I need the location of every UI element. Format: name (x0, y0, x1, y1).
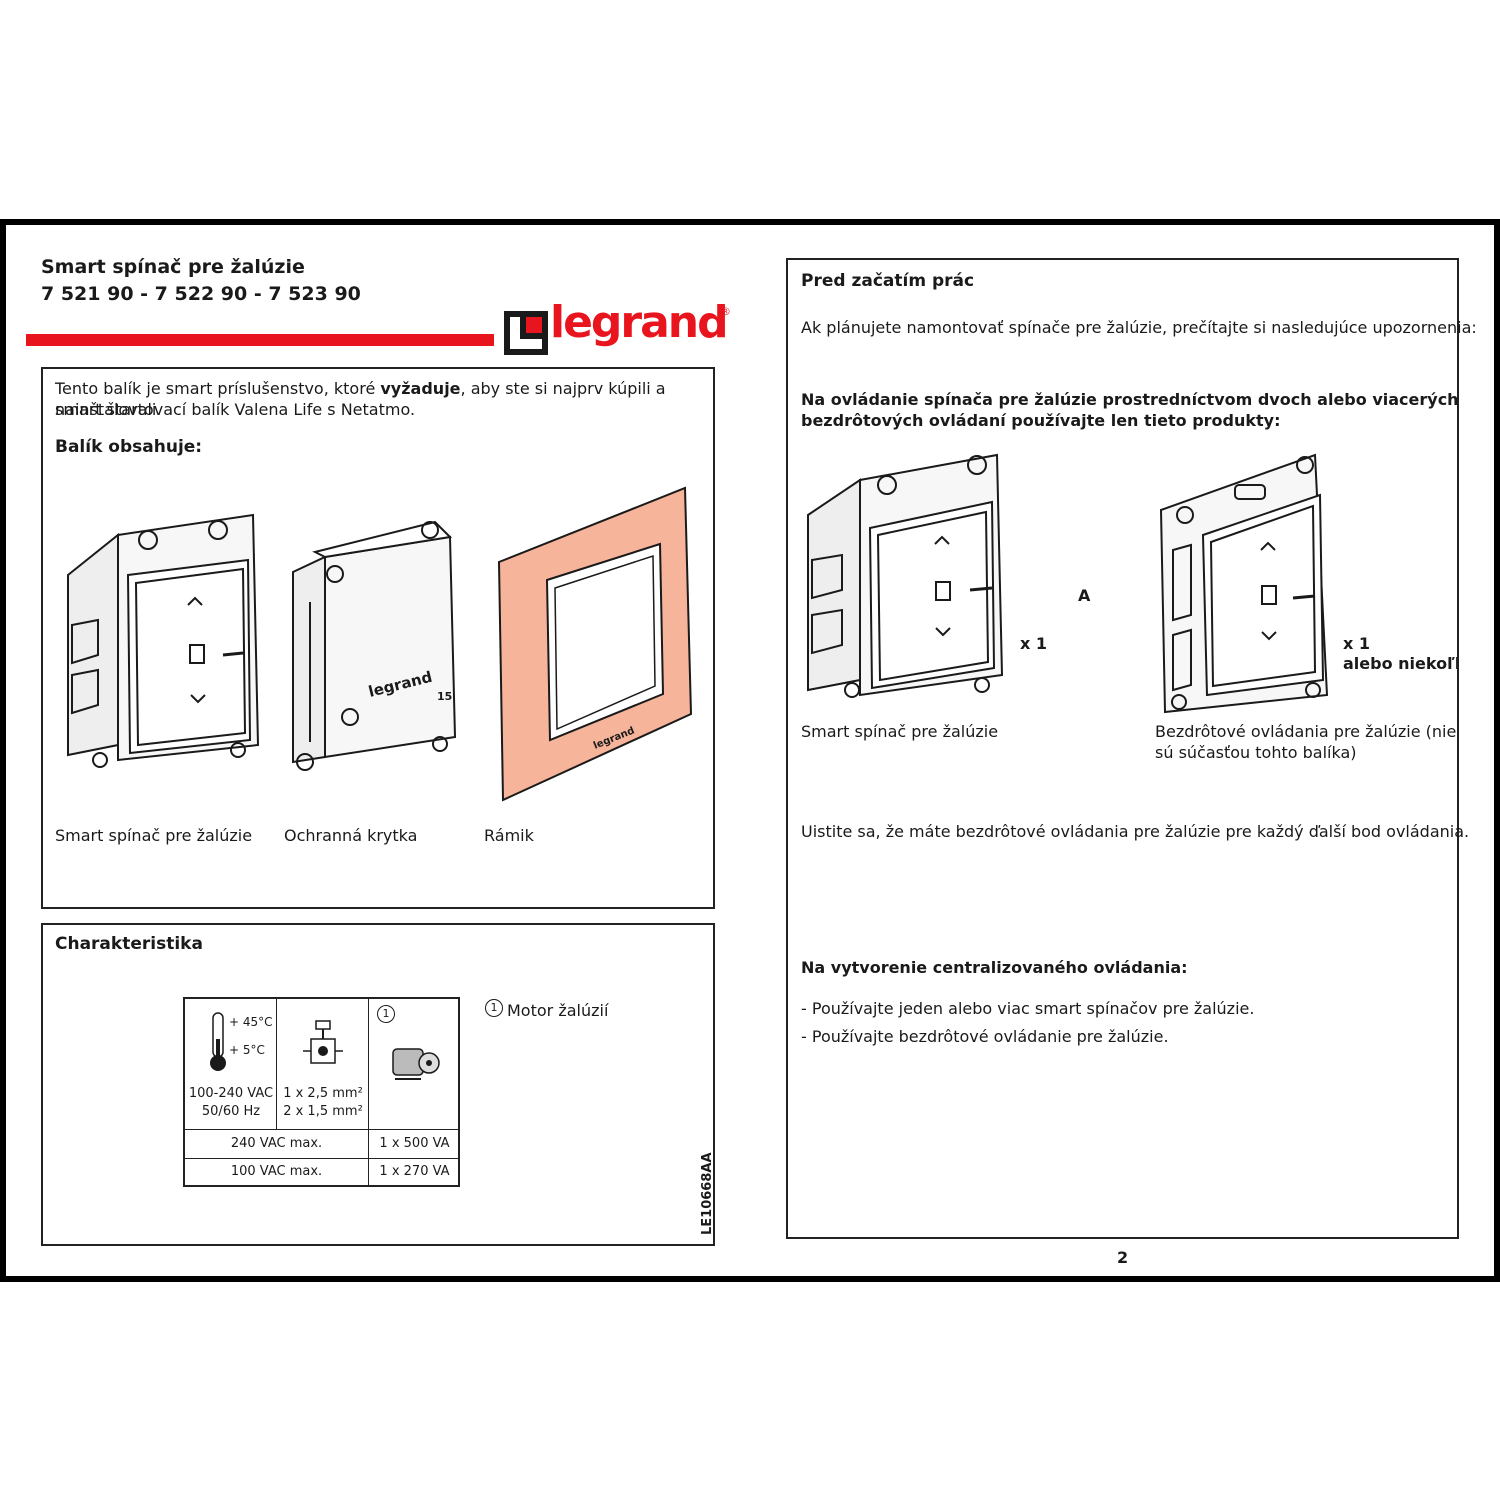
products-note-line2: bezdrôtových ovládaní používajte len tie… (801, 411, 1281, 430)
central-bullet-2: - Používajte bezdrôtové ovládanie pre ža… (801, 1027, 1169, 1046)
motor-icon (392, 1048, 440, 1080)
central-heading: Na vytvorenie centralizovaného ovládania… (801, 958, 1188, 977)
smart-switch-image (67, 513, 260, 768)
spec-cell-motor: 1 (369, 999, 460, 1130)
package-intro: Tento balík je smart príslušenstvo, ktor… (55, 379, 666, 419)
spec-cell-wire: 1 x 2,5 mm² 2 x 1,5 mm² (277, 999, 369, 1130)
spec-row2-power: 1 x 270 VA (379, 1164, 450, 1179)
ensure-note: Uistite sa, že máte bezdrôtové ovládania… (801, 822, 1470, 841)
package-box (41, 367, 715, 909)
package-intro-line2: smart štartovací balík Valena Life s Net… (55, 400, 416, 419)
item-label-frame: Rámik (484, 826, 534, 845)
qty-switch: x 1 (1020, 634, 1048, 653)
products-note-line1: Na ovládanie spínača pre žalúzie prostre… (801, 390, 1459, 409)
spec-table: + 45°C + 5°C 100-240 VAC 50/60 Hz 1 x 2,… (183, 997, 460, 1187)
logo-wordmark: legrand (550, 297, 729, 348)
spec-row2-voltage: 100 VAC max. (185, 1159, 369, 1185)
temp-max: + 45°C (229, 1015, 273, 1029)
label-a: A (1078, 586, 1091, 605)
protective-cover-image: legrand 15 (292, 520, 457, 771)
before-work-box (786, 258, 1459, 1239)
before-work-intro: Ak plánujete namontovať spínače pre žalú… (801, 318, 1477, 337)
spec-row1-power: 1 x 500 VA (369, 1130, 460, 1159)
wired-switch-image (807, 453, 1004, 698)
label-wireless-line2: sú súčasťou tohto balíka) (1155, 743, 1357, 762)
item-label-switch: Smart spínač pre žalúzie (55, 826, 253, 845)
note-index-circle: 1 (485, 999, 503, 1017)
qty-remote-more: alebo niekoľko (1343, 654, 1457, 673)
label-wireless-line1: Bezdrôtové ovládania pre žalúzie (nie (1155, 722, 1457, 741)
spec-cell-supply: + 45°C + 5°C 100-240 VAC 50/60 Hz (185, 999, 277, 1130)
characteristics-heading: Charakteristika (55, 934, 203, 954)
frame-image: legrand (497, 486, 693, 802)
characteristics-box (41, 923, 715, 1246)
wire-spec-1: 1 x 2,5 mm² (283, 1086, 363, 1101)
supply-voltage: 100-240 VAC (188, 1086, 274, 1101)
temp-min: + 5°C (229, 1043, 265, 1057)
before-work-heading: Pred začatím prác (801, 271, 975, 291)
cover-mark-label: 15 (437, 690, 452, 703)
product-codes: 7 521 90 - 7 522 90 - 7 523 90 (41, 283, 361, 305)
logo-registered: ® (720, 305, 731, 318)
document-code: LE10668AA (700, 1152, 715, 1235)
legrand-logo: legrand ® (502, 297, 737, 361)
motor-note: Motor žalúzií (507, 1001, 609, 1020)
terminal-screw-icon (303, 1020, 343, 1064)
page-title: Smart spínač pre žalúzie (41, 256, 305, 278)
item-label-cover: Ochranná krytka (284, 826, 418, 845)
legrand-mark-icon (504, 311, 548, 355)
package-heading: Balík obsahuje: (55, 437, 203, 457)
thermometer-icon (210, 1012, 226, 1071)
page-number: 2 (1117, 1248, 1129, 1267)
red-rule (26, 334, 494, 346)
spec-row1-voltage: 240 VAC max. (185, 1130, 369, 1159)
label-smart-switch: Smart spínač pre žalúzie (801, 722, 999, 741)
wireless-remote-image (1159, 453, 1329, 714)
central-bullet-1: - Používajte jeden alebo viac smart spín… (801, 999, 1255, 1018)
motor-index-circle: 1 (377, 1005, 395, 1023)
supply-frequency: 50/60 Hz (201, 1104, 261, 1119)
qty-remote: x 1 (1343, 634, 1371, 653)
page-sheet (0, 219, 1500, 1282)
wire-spec-2: 2 x 1,5 mm² (283, 1104, 363, 1119)
